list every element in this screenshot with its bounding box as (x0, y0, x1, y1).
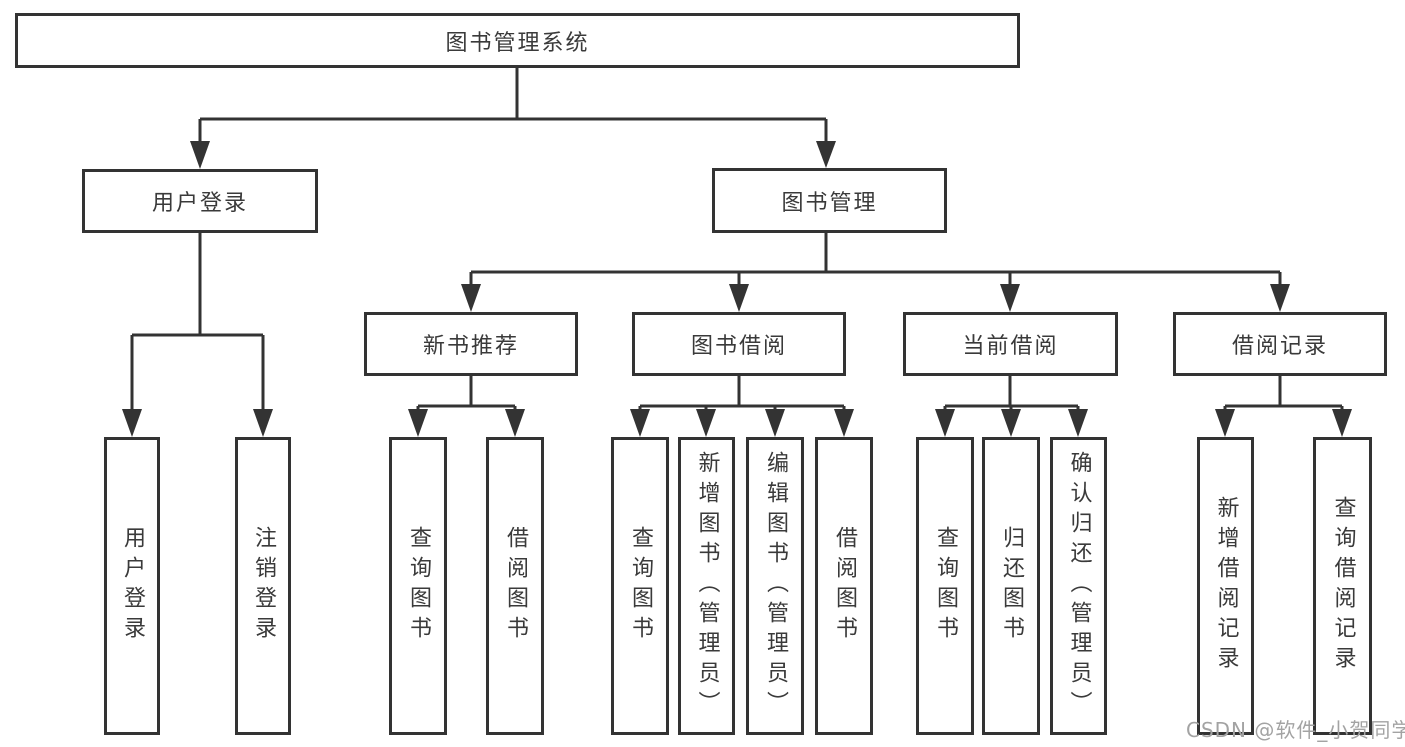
leaf-borrow-edit-books-admin: 编辑图书（管理员） (746, 437, 804, 735)
arrowheads-bookborrow-leaves (630, 409, 854, 437)
connector-borrowrecord-to-leaves (1223, 376, 1344, 411)
leaf-user-login: 用户登录 (104, 437, 160, 735)
root-node-library-system: 图书管理系统 (15, 13, 1020, 68)
connector-userlogin-to-leaves (130, 233, 265, 411)
connector-root-to-level1 (198, 68, 828, 143)
arrowheads-level1 (190, 141, 836, 169)
node-borrow-record: 借阅记录 (1173, 312, 1387, 376)
node-book-management: 图书管理 (712, 168, 947, 233)
leaf-newbook-query-books: 查询图书 (389, 437, 447, 735)
leaf-logout: 注销登录 (235, 437, 291, 735)
connector-bookborrow-to-leaves (638, 376, 846, 411)
arrowheads-level2 (461, 284, 1290, 312)
node-new-book-recommend: 新书推荐 (364, 312, 578, 376)
leaf-record-query-borrow-record: 查询借阅记录 (1313, 437, 1372, 735)
leaf-borrow-add-books-admin: 新增图书（管理员） (678, 437, 735, 735)
node-current-borrow: 当前借阅 (903, 312, 1118, 376)
connector-newbook-to-leaves (416, 376, 517, 411)
leaf-borrow-query-books: 查询图书 (611, 437, 669, 735)
leaf-record-add-borrow-record: 新增借阅记录 (1197, 437, 1254, 735)
leaf-current-query-books: 查询图书 (916, 437, 974, 735)
arrowheads-userlogin-leaves (122, 409, 273, 437)
node-book-borrow: 图书借阅 (632, 312, 846, 376)
connector-currentborrow-to-leaves (943, 376, 1080, 411)
node-user-login: 用户登录 (82, 169, 318, 233)
arrowheads-currentborrow-leaves (935, 409, 1088, 437)
connector-bookmgmt-to-level2 (469, 233, 1282, 286)
leaf-current-confirm-return-admin: 确认归还（管理员） (1050, 437, 1107, 735)
csdn-watermark: CSDN @软件_小贺同学 (1186, 718, 1405, 742)
leaf-borrow-borrow-books: 借阅图书 (815, 437, 873, 735)
leaf-current-return-books: 归还图书 (982, 437, 1040, 735)
arrowheads-borrowrecord-leaves (1215, 409, 1352, 437)
arrowheads-newbook-leaves (408, 409, 525, 437)
leaf-newbook-borrow-books: 借阅图书 (486, 437, 544, 735)
